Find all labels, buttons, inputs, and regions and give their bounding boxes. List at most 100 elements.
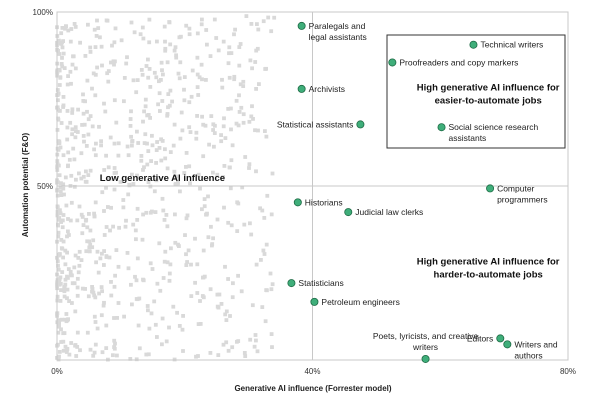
background-point bbox=[99, 139, 103, 144]
quadrant-label-high-hard: High generative AI influence for bbox=[417, 256, 560, 267]
background-point bbox=[93, 320, 98, 324]
background-point bbox=[139, 158, 144, 163]
background-point bbox=[142, 141, 147, 145]
background-point bbox=[160, 99, 165, 103]
background-point bbox=[114, 120, 119, 125]
background-point bbox=[104, 18, 109, 23]
background-point bbox=[129, 134, 133, 139]
background-point bbox=[228, 186, 233, 191]
occupation-label: Social science research bbox=[449, 122, 539, 132]
background-point bbox=[174, 53, 178, 58]
background-point bbox=[165, 113, 170, 118]
background-point bbox=[233, 27, 237, 32]
background-point bbox=[160, 68, 164, 73]
background-point bbox=[74, 177, 78, 182]
background-point bbox=[174, 55, 179, 60]
background-point bbox=[58, 185, 63, 190]
background-point bbox=[175, 310, 179, 315]
background-point bbox=[204, 28, 209, 32]
background-point bbox=[187, 125, 192, 130]
background-point bbox=[187, 164, 192, 169]
background-point bbox=[77, 263, 82, 268]
background-point bbox=[194, 136, 199, 141]
background-point bbox=[59, 193, 64, 197]
background-point bbox=[91, 238, 96, 243]
background-point bbox=[154, 148, 159, 152]
background-point bbox=[75, 276, 80, 281]
background-point bbox=[231, 281, 235, 286]
background-point bbox=[165, 166, 170, 171]
background-point bbox=[195, 55, 200, 60]
background-point bbox=[68, 269, 73, 274]
background-point bbox=[81, 111, 86, 116]
background-point bbox=[268, 271, 273, 276]
background-point bbox=[93, 72, 98, 77]
background-point bbox=[236, 123, 241, 128]
background-point bbox=[102, 168, 107, 172]
background-point bbox=[140, 72, 145, 77]
background-point bbox=[127, 183, 132, 188]
y-axis-label: Automation potential (F&O) bbox=[21, 132, 30, 237]
background-point bbox=[157, 241, 162, 246]
background-point bbox=[226, 61, 231, 66]
background-point bbox=[178, 136, 183, 141]
occupation-label: Technical writers bbox=[480, 40, 543, 50]
background-point bbox=[196, 354, 200, 358]
background-point bbox=[145, 141, 149, 146]
background-point bbox=[147, 67, 152, 71]
background-point bbox=[105, 71, 110, 76]
background-point bbox=[148, 261, 153, 266]
background-point bbox=[188, 130, 193, 134]
background-point bbox=[236, 273, 240, 278]
background-point bbox=[72, 184, 77, 189]
background-points bbox=[55, 14, 277, 362]
background-point bbox=[227, 51, 231, 56]
background-point bbox=[102, 249, 106, 253]
background-point bbox=[227, 45, 232, 50]
background-point bbox=[184, 23, 189, 28]
background-point bbox=[266, 15, 271, 20]
background-point bbox=[69, 200, 74, 205]
background-point bbox=[147, 17, 152, 22]
background-point bbox=[170, 99, 174, 104]
background-point bbox=[90, 124, 95, 129]
background-point bbox=[68, 69, 73, 74]
background-point bbox=[90, 245, 95, 250]
background-point bbox=[77, 204, 82, 209]
background-point bbox=[149, 311, 154, 316]
background-point bbox=[186, 248, 191, 253]
background-point bbox=[56, 253, 61, 258]
background-point bbox=[110, 43, 114, 48]
background-point bbox=[130, 139, 134, 144]
background-point bbox=[159, 158, 164, 163]
background-point bbox=[220, 85, 225, 90]
background-point bbox=[164, 339, 169, 344]
background-point bbox=[124, 218, 128, 223]
background-point bbox=[58, 75, 63, 80]
background-point bbox=[261, 248, 266, 253]
background-point bbox=[77, 249, 82, 254]
background-point bbox=[81, 174, 86, 179]
background-point bbox=[117, 225, 121, 230]
background-point bbox=[182, 171, 187, 175]
background-point bbox=[70, 62, 75, 67]
background-point bbox=[138, 32, 143, 37]
background-point bbox=[208, 351, 213, 355]
background-point bbox=[272, 15, 277, 20]
background-point bbox=[64, 24, 68, 29]
occupation-point bbox=[421, 354, 430, 363]
background-point bbox=[177, 244, 181, 248]
background-point bbox=[173, 182, 178, 187]
background-point bbox=[65, 296, 69, 301]
background-point bbox=[135, 206, 140, 211]
background-point bbox=[265, 193, 270, 198]
background-point bbox=[76, 107, 80, 112]
background-point bbox=[111, 353, 115, 358]
background-point bbox=[223, 312, 228, 317]
background-point bbox=[254, 48, 259, 53]
background-point bbox=[64, 312, 69, 316]
background-point bbox=[236, 201, 241, 206]
background-point bbox=[158, 109, 162, 113]
background-point bbox=[65, 274, 69, 279]
background-point bbox=[219, 302, 224, 306]
